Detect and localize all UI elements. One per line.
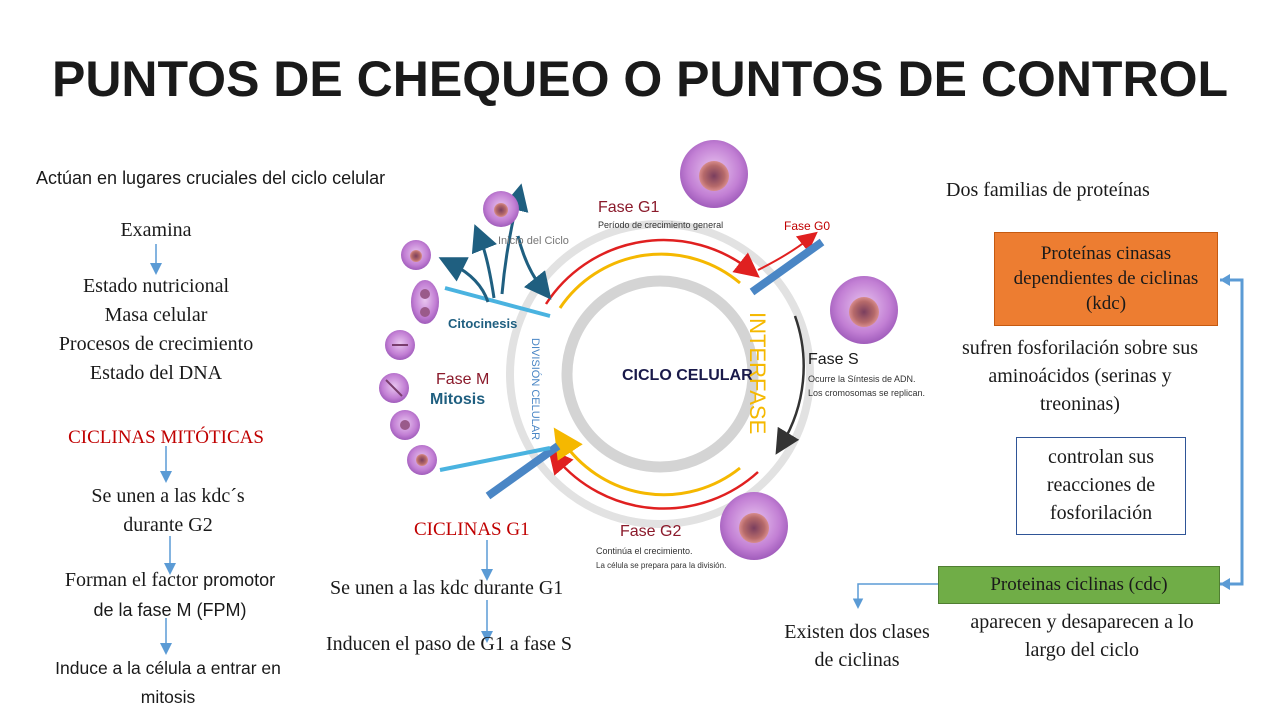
fase-g1-sub: Período de crecimiento general [598,220,723,230]
cell-g2 [720,492,788,560]
fase-g1-label: Fase G1 [598,199,659,216]
red-arc-g1 [544,238,760,305]
dark-arc-s [775,315,805,455]
se-unen-g1-text: Se unen a las kdc durante G1 [330,577,564,599]
cell-g1 [680,140,748,208]
arrow-existen [852,583,938,609]
cell-m4 [379,373,409,403]
cell-s [830,276,898,344]
ciclinas-g1-label: CICLINAS G1 [414,519,530,540]
cell-inicio [483,191,519,227]
red-arc-g2 [548,448,759,510]
sufren-text: sufren fosforilación sobre sus aminoácid… [961,337,1199,415]
controlan-box: controlan sus reacciones de fosforilació… [1016,437,1186,535]
cdc-box: Proteinas ciclinas (cdc) [938,566,1220,604]
mitosis-label: Mitosis [430,391,485,408]
fase-s-sub1: Ocurre la Síntesis de ADN. [808,374,916,384]
fase-g2-sub2: La célula se prepara para la división. [596,561,726,570]
induce-mitosis-text: Induce a la célula a entrar en mitosis [55,658,281,707]
examina-list: Estado nutricional Masa celular Procesos… [6,272,306,388]
forman-fpm-text: Forman el factor promotor de la fase M (… [64,569,276,620]
fase-m-label: Fase M [436,371,489,388]
cell-m2 [411,280,439,324]
checkpoint-bar-m2 [439,446,551,472]
checkpoint-bar-g1 [749,238,825,296]
fase-s-label: Fase S [808,351,859,368]
list-item: Masa celular [104,304,208,326]
checkpoint-bar-m [444,286,551,318]
list-item: Estado nutricional [82,275,230,297]
yellow-arc-top [558,252,741,309]
teal-arrow-1 [438,257,490,303]
dos-familias-text: Dos familias de proteínas [946,179,1150,201]
teal-arrow-4 [516,235,552,300]
cell-m3 [385,330,415,360]
cell-m1 [401,240,431,270]
inicio-label: Inicio del Ciclo [498,235,569,247]
g0-arrow [757,231,818,271]
ciclo-celular-label: CICLO CELULAR [622,367,753,384]
teal-arrow-2 [471,224,497,299]
interfase-label: INTERFASE [745,312,770,434]
ciclinas-mitoticas-label: CICLINAS MITÓTICAS [68,427,264,448]
cell-cycle-diagram: CICLO CELULAR Fase G1 Período de crecimi… [379,140,925,570]
intro-text: Actúan en lugares cruciales del ciclo ce… [36,168,386,188]
list-item: Procesos de crecimiento [58,333,254,355]
page-title: PUNTOS DE CHEQUEO O PUNTOS DE CONTROL [51,51,1229,107]
cell-m5 [390,410,420,440]
fase-s-sub2: Los cromosomas se replican. [808,388,925,398]
existen-text: Existen dos clases de ciclinas [784,621,930,671]
aparecen-text: aparecen y desaparecen a lo largo del ci… [970,611,1194,661]
cell-m6 [407,445,437,475]
checkpoint-bar-g2 [485,442,561,500]
fase-g2-sub1: Continúa el crecimiento. [596,546,693,556]
citocinesis-label: Citocinesis [448,316,517,331]
examina-label: Examina [120,219,192,241]
bracket-arrow [1220,278,1244,586]
division-celular-label: DIVISIÓN CELULAR [529,338,542,440]
list-item: Estado del DNA [89,362,223,384]
yellow-arc-bottom [553,427,741,497]
fase-g0-label: Fase G0 [784,219,830,233]
kdc-box: Proteínas cinasas dependientes de ciclin… [994,232,1218,326]
outer-grey-ring [506,220,814,528]
fase-g2-label: Fase G2 [620,523,681,540]
inner-grey-ring [561,275,759,473]
inducen-text: Inducen el paso de G1 a fase S [326,633,573,655]
se-unen-kdc-text: Se unen a las kdc´s durante G2 [91,485,245,536]
